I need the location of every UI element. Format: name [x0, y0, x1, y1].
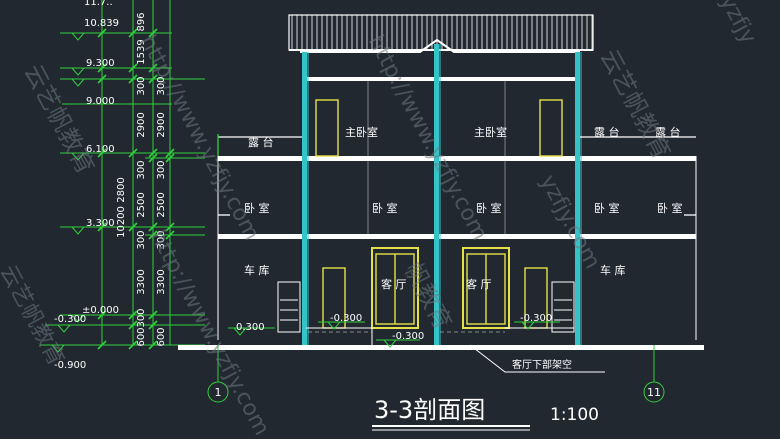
room-terrace-right: 露 台 [594, 125, 620, 139]
door-master-right [539, 99, 563, 157]
elev-9000: 9.000 [86, 96, 115, 107]
stairs [277, 281, 575, 345]
elev-top-partial: 11.7.. [84, 0, 113, 8]
axis-label-1: 1 [215, 386, 222, 399]
room-garage-left: 车 库 [244, 263, 270, 277]
elev-inner-a: 0.300 [236, 322, 265, 333]
room-terrace-far: 露 台 [655, 125, 681, 139]
dim-300-b2: 300 [156, 160, 167, 179]
watermark-brand-1: 云艺帆教育 [19, 60, 100, 179]
elev-6100: 6.100 [86, 144, 115, 155]
elev-3300: 3.300 [86, 218, 115, 229]
room-living-2: 客 厅 [466, 277, 492, 291]
dim-2800: 2800 [116, 177, 127, 202]
dim-300-d: 300 [136, 308, 147, 327]
dim-300-a2: 300 [156, 76, 167, 95]
note-basement: 客厅下部架空 [512, 358, 572, 371]
drawing-scale: 1:100 [550, 405, 599, 425]
watermark-brand-2: 云艺帆教育 [595, 45, 676, 164]
dim-2500-a: 2500 [136, 192, 147, 217]
building-section: 露 台 主卧室 主卧室 露 台 露 台 卧 室 卧 室 卧 室 卧 室 卧 室 … [178, 14, 704, 373]
drawing-title-block: 3-3剖面图 1:100 [372, 396, 599, 431]
room-terrace-left: 露 台 [248, 135, 274, 149]
dimension-labels: 896 1539 300 300 2900 2900 300 300 2500 … [116, 12, 167, 346]
room-bed-3: 卧 室 [476, 201, 502, 215]
dim-600-a: 600 [136, 327, 147, 346]
dim-300-c2: 300 [156, 230, 167, 249]
axis-bubble-1 [207, 381, 229, 403]
roof-ridge-line [300, 38, 580, 53]
room-labels: 露 台 主卧室 主卧室 露 台 露 台 卧 室 卧 室 卧 室 卧 室 卧 室 … [244, 125, 683, 291]
room-bed-2: 卧 室 [372, 201, 398, 215]
watermark-yzfjy-1: yzfjy [715, 0, 761, 48]
dim-2500-b: 2500 [156, 192, 167, 217]
room-bed-5: 卧 室 [657, 201, 683, 215]
axis-markers: 1 11 [207, 345, 665, 403]
dim-896: 896 [136, 12, 147, 31]
axis-bubble-11 [643, 381, 665, 403]
watermark-brand-3: 帆教育 [399, 258, 458, 335]
room-living-1: 客 厅 [381, 277, 407, 291]
watermark-yzfjy-2: yzfjy.com [535, 171, 605, 273]
elevation-labels: 11.7.. 10.839 9.300 9.000 6.100 3.300 ±0… [54, 0, 119, 371]
elev-9300: 9.300 [86, 58, 115, 69]
drawing-title: 3-3剖面图 [374, 396, 485, 424]
dim-10200: 10200 [116, 206, 127, 238]
elev-10839: 10.839 [84, 18, 119, 29]
axis-label-11: 11 [647, 386, 661, 399]
room-bed-4: 卧 室 [594, 201, 620, 215]
dim-2900-b: 2900 [156, 112, 167, 137]
dim-3300-b: 3300 [156, 269, 167, 294]
dim-1539: 1539 [136, 39, 147, 64]
elev-inner-c: -0.300 [520, 313, 552, 324]
room-master-bed-2: 主卧室 [474, 125, 507, 139]
dim-3300-a: 3300 [136, 269, 147, 294]
living-window-right [462, 247, 510, 329]
door-master-left [315, 99, 339, 157]
dimension-chain [40, 0, 205, 353]
dim-300-b: 300 [136, 160, 147, 179]
dim-300-a: 300 [136, 76, 147, 95]
elev-minus-0900: -0.900 [54, 360, 86, 371]
roof-tiles [288, 14, 594, 51]
dim-2900-a: 2900 [136, 112, 147, 137]
dim-600-b: 600 [156, 327, 167, 346]
elev-minus-0300: -0.300 [54, 314, 86, 325]
dim-300-c: 300 [136, 230, 147, 249]
living-window-left [371, 247, 419, 329]
elev-inner-b: -0.300 [330, 313, 362, 324]
room-bed-1: 卧 室 [244, 201, 270, 215]
elev-inner-d: -0.300 [392, 331, 424, 342]
room-garage-right: 车 库 [600, 263, 626, 277]
room-master-bed-1: 主卧室 [345, 125, 378, 139]
elev-0000: ±0.000 [82, 305, 119, 316]
watermark-url-1: http://www.yzfjy.com [135, 31, 264, 245]
